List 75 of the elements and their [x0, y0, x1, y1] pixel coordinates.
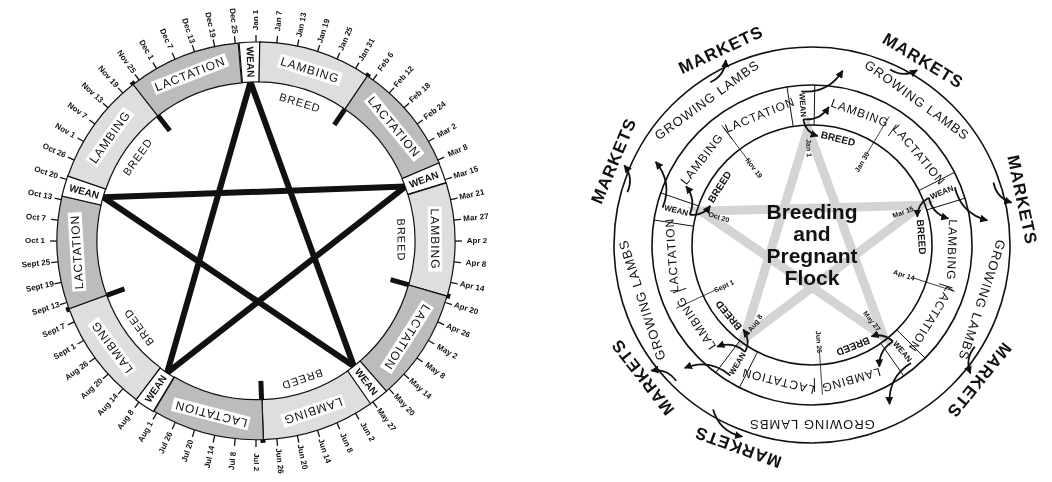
date-label: Dec 13 [179, 17, 196, 45]
date-label: Jul 26 [157, 430, 175, 455]
date-label: Jan 31 [356, 36, 377, 63]
arrow [870, 330, 894, 343]
date-label: Feb 24 [422, 100, 448, 122]
arrow [712, 408, 744, 439]
date-label: Sept 7 [41, 322, 67, 340]
arrow [927, 196, 950, 221]
center-heading: Breeding and Pregnant Flock [765, 200, 859, 290]
phase-label: BREED [914, 219, 927, 256]
date-label: Jan 25 [337, 26, 355, 53]
date-label: Nov 1 [53, 121, 77, 140]
phase-label: BREED [395, 218, 407, 262]
arrow [885, 362, 912, 405]
phase-label: WEAN [663, 204, 689, 218]
arrow [800, 69, 844, 93]
date-label: May 2 [435, 342, 459, 361]
phase-label: LACTATION [663, 217, 681, 293]
segment-label: LAMBING [427, 206, 443, 272]
date-label: Dec 7 [158, 27, 175, 51]
date-label: Jun 14 [316, 437, 332, 465]
date-label: Dec 19 [203, 11, 217, 39]
date-label: Jan 19 [316, 17, 332, 44]
segment-label: WEAN [67, 182, 100, 201]
arrow [802, 118, 819, 138]
date-label: Sept 19 [25, 280, 55, 294]
arrow [623, 164, 632, 193]
date-label: Mar 8 [446, 143, 470, 159]
date-label: Jun 2 [357, 421, 376, 444]
date-label: Apr 14 [459, 280, 486, 294]
date-label: Oct 20 [32, 165, 59, 181]
arrow [889, 68, 918, 77]
date-label: Jan 13 [295, 11, 309, 38]
arrow [685, 185, 694, 216]
arrow [802, 106, 830, 121]
date-label: Apr 26 [444, 322, 471, 340]
date-label: Jan 7 [274, 10, 285, 32]
date-label: Oct 1 [25, 237, 45, 245]
date-label: Apr 8 [465, 259, 487, 270]
arrow [964, 345, 976, 375]
segment-label: WEAN [244, 46, 256, 78]
phase-label: GROWING LAMBS [749, 417, 875, 431]
date-label: Mar 21 [458, 188, 486, 202]
date-label: Jun 26 [273, 447, 285, 474]
arrow [992, 181, 1013, 204]
arrow [650, 365, 678, 382]
arrow [683, 361, 732, 377]
arrow [742, 328, 751, 353]
date-label: Jun 8 [337, 431, 354, 455]
date-label: Dec 25 [227, 7, 239, 35]
arrow [709, 59, 729, 84]
date-label: Mar 27 [462, 212, 489, 224]
date-label: Sept 1 [52, 342, 77, 361]
arrow [688, 205, 712, 216]
phase-label: LAMBING [944, 219, 959, 281]
date-label: Apr 20 [453, 301, 480, 317]
date-label: Mar 15 [452, 165, 480, 181]
arrow [875, 340, 894, 368]
date-label: Mar 2 [436, 121, 459, 140]
segment-label: WEAN [408, 169, 441, 190]
date-label: Oct 7 [25, 212, 47, 223]
date-label: Sept 13 [31, 301, 61, 318]
date-label: Jul 2 [252, 452, 260, 472]
phase-label: BREED [820, 130, 857, 149]
date-label: Apr 2 [466, 237, 488, 245]
arrow [953, 186, 989, 223]
date-label: Jul 8 [227, 451, 238, 471]
date-label: Jul 14 [203, 445, 217, 470]
arrow [913, 196, 930, 218]
arrow [716, 340, 747, 353]
date-label: Oct 26 [41, 142, 67, 160]
date-label: Jan 1 [252, 9, 260, 31]
arrow [654, 161, 668, 209]
date-label: Oct 13 [27, 188, 53, 202]
phase-label: WEAN [797, 92, 808, 118]
